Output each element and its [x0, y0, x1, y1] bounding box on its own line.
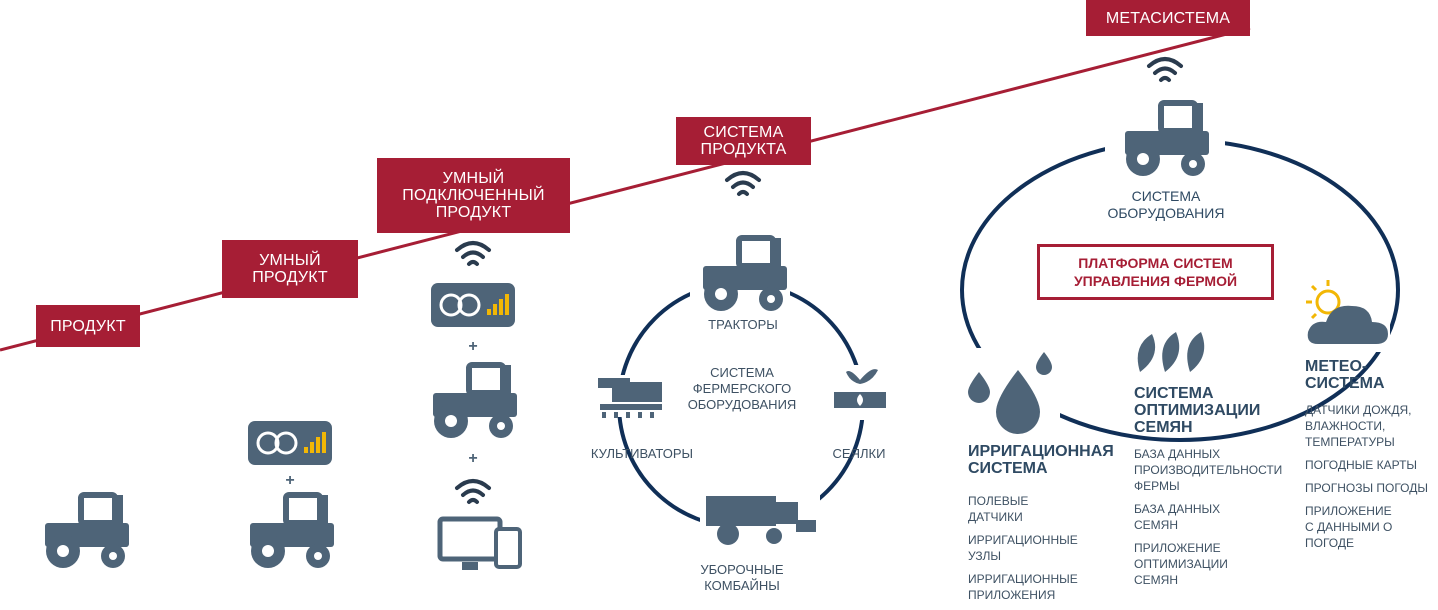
- wifi-icon: [1147, 57, 1183, 82]
- stage-product-system-line: ПРОДУКТА: [700, 141, 787, 158]
- stage-smart-product-line: УМНЫЙ: [259, 252, 321, 269]
- seed-title-line: ОПТИМИЗАЦИИ: [1134, 402, 1261, 419]
- tractor-icon: [433, 365, 517, 438]
- tractor-icon: [45, 495, 129, 568]
- seed-item: БАЗА ДАННЫХ ПРОИЗВОДИТЕЛЬНОСТИ ФЕРМЫ: [1134, 446, 1282, 494]
- seed-system-title: СИСТЕМА ОПТИМИЗАЦИИ СЕМЯН: [1134, 385, 1260, 436]
- irrigation-title: ИРРИГАЦИОННАЯ СИСТЕМА: [968, 443, 1114, 477]
- sensor-icon: [246, 419, 334, 467]
- irrigation-title-line: СИСТЕМА: [968, 460, 1048, 477]
- seed-list: БАЗА ДАННЫХ ПРОИЗВОДИТЕЛЬНОСТИ ФЕРМЫ БАЗА …: [1134, 446, 1282, 595]
- wifi-icon: [455, 479, 491, 504]
- equipment-system-label: СИСТЕМА ОБОРУДОВАНИЯ: [1100, 188, 1232, 222]
- harvesters-label-line: КОМБАЙНЫ: [704, 578, 780, 593]
- center-label-line: ФЕРМЕРСКОГО: [692, 381, 792, 396]
- cultivators-label: КУЛЬТИВАТОРЫ: [590, 446, 694, 461]
- item-line: ПОГОДЕ: [1305, 536, 1354, 550]
- plus-sign: +: [285, 472, 295, 489]
- item-line: УЗЛЫ: [968, 549, 1001, 563]
- weather-item: ДАТЧИКИ ДОЖДЯ, ВЛАЖНОСТИ, ТЕМПЕРАТУРЫ: [1305, 402, 1428, 450]
- item-line: ИРРИГАЦИОННЫЕ: [968, 533, 1078, 547]
- weather-item: ПРОГНОЗЫ ПОГОДЫ: [1305, 480, 1428, 496]
- item-line: ТЕМПЕРАТУРЫ: [1305, 435, 1395, 449]
- stage-smart-connected-line: УМНЫЙ: [442, 170, 505, 187]
- wifi-icon: [455, 241, 491, 266]
- item-line: ПРИЛОЖЕНИЯ: [968, 588, 1056, 602]
- item-line: СЕМЯН: [1134, 573, 1178, 587]
- harvesters-label-line: УБОРОЧНЫЕ: [700, 562, 784, 577]
- item-line: ПРИЛОЖЕНИЕ: [1134, 541, 1221, 555]
- item-line: ВЛАЖНОСТИ,: [1305, 419, 1386, 433]
- seed-title-line: СЕМЯН: [1134, 419, 1193, 436]
- cultivator-icon: [592, 375, 664, 418]
- stage-smart-connected-line: ПОДКЛЮЧЕННЫЙ: [402, 187, 545, 204]
- seed-title-line: СИСТЕМА: [1134, 385, 1214, 402]
- farm-management-platform: ПЛАТФОРМА СИСТЕМ УПРАВЛЕНИЯ ФЕРМОЙ: [1037, 244, 1274, 300]
- item-line: БАЗА ДАННЫХ: [1134, 502, 1221, 516]
- equipment-label-line: ОБОРУДОВАНИЯ: [1107, 205, 1225, 221]
- seed-item: ПРИЛОЖЕНИЕ ОПТИМИЗАЦИИ СЕМЯН: [1134, 540, 1282, 588]
- item-line: ПРОГНОЗЫ ПОГОДЫ: [1305, 481, 1429, 495]
- item-line: ДАТЧИКИ: [968, 510, 1023, 524]
- item-line: СЕМЯН: [1134, 518, 1178, 532]
- item-line: ПОГОДНЫЕ КАРТЫ: [1305, 458, 1418, 472]
- harvesters-label: УБОРОЧНЫЕ КОМБАЙНЫ: [688, 562, 796, 594]
- monitor-icon: [437, 516, 522, 570]
- farm-equipment-system-label: СИСТЕМА ФЕРМЕРСКОГО ОБОРУДОВАНИЯ: [682, 365, 802, 413]
- item-line: ОПТИМИЗАЦИИ: [1134, 557, 1228, 571]
- weather-item: ПОГОДНЫЕ КАРТЫ: [1305, 457, 1428, 473]
- weather-system-title: МЕТЕО- СИСТЕМА: [1305, 358, 1385, 392]
- center-label-line: ОБОРУДОВАНИЯ: [687, 397, 797, 412]
- weather-title-line: СИСТЕМА: [1305, 375, 1385, 392]
- platform-label-line: ПЛАТФОРМА СИСТЕМ: [1078, 255, 1233, 271]
- irrigation-item: ИРРИГАЦИОННЫЕ УЗЛЫ: [968, 532, 1078, 564]
- seed-item: БАЗА ДАННЫХ СЕМЯН: [1134, 501, 1282, 533]
- water-drops-icon: [960, 348, 1060, 434]
- seeders-label: СЕЯЛКИ: [832, 446, 886, 461]
- plus-sign: +: [468, 338, 478, 355]
- irrigation-item: ПОЛЕВЫЕ ДАТЧИКИ: [968, 493, 1078, 525]
- item-line: ПОЛЕВЫЕ: [968, 494, 1029, 508]
- seeder-icon: [828, 365, 890, 420]
- weather-item: ПРИЛОЖЕНИЕ С ДАННЫМИ О ПОГОДЕ: [1305, 503, 1428, 551]
- item-line: ИРРИГАЦИОННЫЕ: [968, 572, 1078, 586]
- weather-title-line: МЕТЕО-: [1305, 358, 1368, 375]
- irrigation-item: ИРРИГАЦИОННЫЕ ПРИЛОЖЕНИЯ: [968, 571, 1078, 603]
- irrigation-title-line: ИРРИГАЦИОННАЯ: [968, 443, 1114, 460]
- tractors-label: ТРАКТОРЫ: [708, 317, 778, 332]
- combine-harvester-icon: [700, 490, 820, 550]
- plus-sign: +: [468, 450, 478, 467]
- center-label-line: СИСТЕМА: [710, 365, 774, 380]
- growth-line: [0, 26, 1251, 352]
- equipment-label-line: СИСТЕМА: [1131, 188, 1201, 204]
- item-line: ФЕРМЫ: [1134, 479, 1180, 493]
- item-line: ПРОИЗВОДИТЕЛЬНОСТИ: [1134, 463, 1283, 477]
- stage-metasystem: МЕТАСИСТЕМА: [1086, 0, 1250, 36]
- leaves-icon: [1128, 328, 1216, 376]
- item-line: ПРИЛОЖЕНИЕ: [1305, 504, 1392, 518]
- irrigation-list: ПОЛЕВЫЕ ДАТЧИКИ ИРРИГАЦИОННЫЕ УЗЛЫ ИРРИГАЦ…: [968, 493, 1078, 610]
- weather-cloud-icon: [1296, 280, 1390, 352]
- stage-smart-product-line: ПРОДУКТ: [252, 269, 328, 286]
- stage-product: ПРОДУКТ: [36, 305, 140, 347]
- tractor-icon: [250, 495, 334, 568]
- stage-metasystem-label: МЕТАСИСТЕМА: [1105, 9, 1231, 27]
- stage-smart-connected-line: ПРОДУКТ: [435, 204, 512, 221]
- wifi-icon: [725, 171, 761, 196]
- item-line: ДАТЧИКИ ДОЖДЯ,: [1305, 403, 1412, 417]
- weather-list: ДАТЧИКИ ДОЖДЯ, ВЛАЖНОСТИ, ТЕМПЕРАТУРЫ ПОГО…: [1305, 402, 1428, 558]
- stage-product-label: ПРОДУКТ: [50, 317, 126, 335]
- item-line: С ДАННЫМИ О: [1305, 520, 1393, 534]
- item-line: БАЗА ДАННЫХ: [1134, 447, 1221, 461]
- platform-label-line: УПРАВЛЕНИЯ ФЕРМОЙ: [1073, 273, 1238, 289]
- stage-product-system-line: СИСТЕМА: [703, 124, 784, 141]
- sensor-icon: [429, 281, 517, 329]
